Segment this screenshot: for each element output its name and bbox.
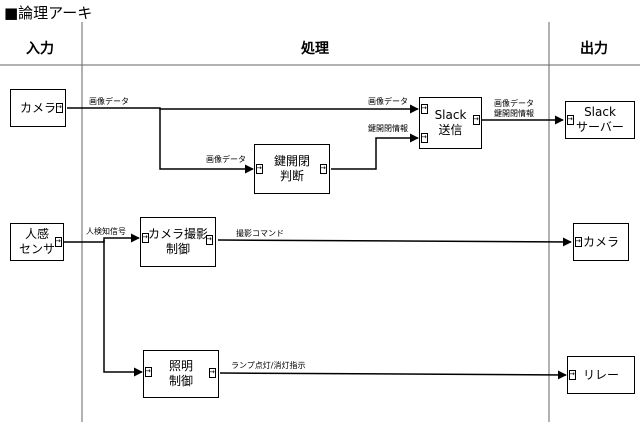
port-light-control-input bbox=[145, 365, 152, 377]
block-slack-server[interactable]: Slack サーバー bbox=[565, 101, 635, 139]
port-slack-input-key bbox=[421, 131, 428, 143]
block-label: 人感 センサ bbox=[18, 227, 55, 256]
port-slack-output bbox=[473, 113, 480, 125]
wire-sensor-to-light-control bbox=[103, 240, 143, 377]
wire-camera-to-slack bbox=[67, 104, 419, 114]
port-light-control-output bbox=[209, 366, 216, 378]
block-camera-output[interactable]: カメラ bbox=[573, 223, 629, 261]
port-camera-output-input bbox=[575, 235, 582, 247]
signal-label-motion: 人検知信号 bbox=[86, 227, 126, 236]
block-camera-control[interactable]: カメラ撮影 制御 bbox=[140, 217, 216, 267]
block-label: 照明 制御 bbox=[168, 359, 193, 388]
block-light-control[interactable]: 照明 制御 bbox=[143, 350, 219, 398]
column-header-output: 出力 bbox=[580, 41, 608, 57]
signal-label-image-data: 画像データ bbox=[206, 155, 246, 164]
signal-label-lamp-command: ランプ点灯/消灯指示 bbox=[231, 361, 306, 370]
signal-label-key-status: 鍵開閉情報 bbox=[368, 124, 408, 133]
column-header-process: 処理 bbox=[301, 41, 329, 57]
wire-light-control-to-relay bbox=[219, 370, 567, 380]
port-camera-control-input bbox=[142, 231, 149, 243]
port-camera-control-output bbox=[206, 233, 213, 245]
block-label: カメラ撮影 制御 bbox=[147, 227, 208, 256]
block-relay[interactable]: リレー bbox=[567, 356, 635, 394]
block-label: 鍵開閉 判断 bbox=[273, 154, 310, 183]
port-slack-input-image bbox=[421, 102, 428, 114]
port-key-judge-output bbox=[320, 162, 327, 174]
block-camera-input[interactable]: カメラ bbox=[10, 89, 66, 127]
wire-sensor-to-camera-control bbox=[64, 233, 140, 243]
port-key-judge-input bbox=[256, 162, 263, 174]
wire-camera-to-key-judge bbox=[159, 108, 254, 174]
block-key-judge[interactable]: 鍵開閉 判断 bbox=[254, 144, 330, 194]
block-label: リレー bbox=[582, 367, 619, 382]
block-slack-send[interactable]: Slack 送信 bbox=[419, 97, 482, 149]
signal-label-image-data: 画像データ bbox=[368, 97, 408, 106]
port-slack-server-input bbox=[567, 113, 574, 125]
wire-key-judge-to-slack bbox=[331, 133, 419, 170]
block-label: カメラ bbox=[19, 100, 56, 115]
port-relay-input bbox=[569, 368, 576, 380]
block-label: カメラ bbox=[582, 234, 619, 249]
signal-label-out-key-status: 鍵開閉情報 bbox=[494, 109, 534, 118]
page-title: ■論理アーキ bbox=[4, 4, 93, 22]
block-label: Slack 送信 bbox=[434, 108, 467, 137]
wire-camera-control-to-camera bbox=[217, 237, 572, 247]
port-sensor-output bbox=[55, 235, 62, 247]
signal-label-image-data: 画像データ bbox=[89, 97, 129, 106]
port-camera-output bbox=[56, 101, 63, 113]
signal-label-out-image-data: 画像データ bbox=[494, 99, 534, 108]
column-header-input: 入力 bbox=[26, 41, 54, 57]
block-label: Slack サーバー bbox=[576, 105, 624, 134]
signal-label-capture-command: 撮影コマンド bbox=[236, 229, 284, 238]
